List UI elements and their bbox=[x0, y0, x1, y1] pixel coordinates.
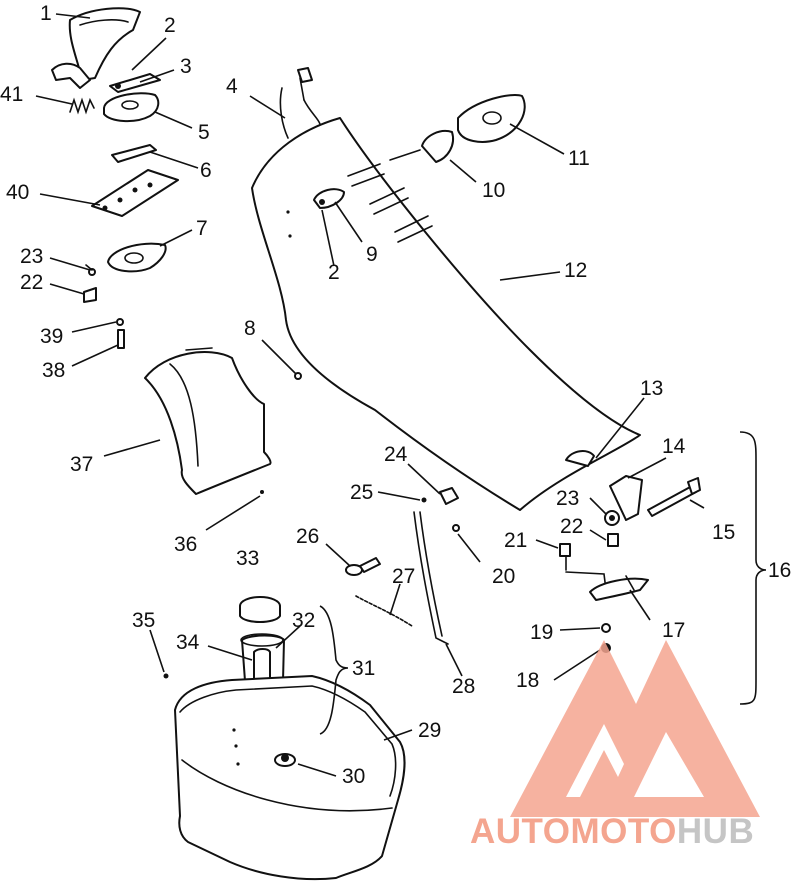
callout-34: 34 bbox=[176, 631, 200, 654]
callout-2b: 2 bbox=[328, 261, 340, 284]
callout-10: 10 bbox=[482, 179, 506, 202]
leader-lines bbox=[35, 13, 767, 777]
callout-30: 30 bbox=[342, 765, 366, 788]
part-11-lamp bbox=[457, 94, 526, 143]
callout-29: 29 bbox=[418, 719, 442, 742]
callout-37: 37 bbox=[70, 453, 94, 476]
callout-39: 39 bbox=[40, 325, 64, 348]
part-17-bracket bbox=[565, 571, 649, 601]
callout-41: 41 bbox=[0, 83, 24, 106]
callout-40: 40 bbox=[6, 181, 30, 204]
part-8-screw bbox=[294, 372, 302, 380]
part-6-slide bbox=[111, 144, 157, 163]
callout-6: 6 bbox=[200, 159, 212, 182]
callout-38: 38 bbox=[42, 359, 66, 382]
part-3-plate bbox=[109, 73, 161, 93]
automotohub-logo bbox=[510, 640, 760, 817]
part-7-bracket bbox=[107, 242, 167, 273]
callout-15: 15 bbox=[712, 521, 736, 544]
part-41-spring bbox=[69, 97, 95, 115]
callout-1: 1 bbox=[40, 2, 52, 25]
part-10-lens bbox=[389, 130, 454, 163]
wordmark-hub: HUB bbox=[676, 812, 755, 851]
part-1-handle bbox=[51, 7, 141, 89]
part-37-panel bbox=[144, 347, 272, 495]
part-30-fitting bbox=[274, 753, 296, 767]
callout-35: 35 bbox=[132, 609, 156, 632]
callout-5: 5 bbox=[198, 121, 210, 144]
callout-25: 25 bbox=[350, 481, 374, 504]
callout-8: 8 bbox=[244, 317, 256, 340]
part-12-hood bbox=[251, 117, 641, 511]
callout-27: 27 bbox=[392, 565, 416, 588]
part-21-bolt bbox=[559, 543, 571, 571]
part-23b-washer bbox=[604, 510, 620, 526]
part-24-latch bbox=[421, 487, 460, 532]
callout-9: 9 bbox=[366, 243, 378, 266]
part-27-cable bbox=[355, 595, 413, 627]
logo-triangle bbox=[510, 640, 760, 817]
callout-12: 12 bbox=[564, 259, 588, 282]
callout-4: 4 bbox=[226, 75, 238, 98]
callout-18: 18 bbox=[516, 669, 540, 692]
automotohub-wordmark: AUTOMOTOHUB bbox=[470, 812, 754, 852]
callout-33: 33 bbox=[236, 547, 260, 570]
callout-21: 21 bbox=[504, 529, 528, 552]
part-33-cap bbox=[239, 596, 281, 623]
callout-7: 7 bbox=[196, 217, 208, 240]
part-26-eye bbox=[345, 557, 381, 576]
part-28-rod bbox=[413, 511, 449, 645]
part-15-bolt bbox=[647, 477, 701, 517]
callout-16: 16 bbox=[768, 559, 792, 582]
wordmark-auto: AUTO bbox=[470, 812, 571, 851]
callout-22a: 22 bbox=[20, 271, 44, 294]
callout-14: 14 bbox=[662, 435, 686, 458]
callout-32: 32 bbox=[292, 609, 316, 632]
callout-13: 13 bbox=[640, 377, 664, 400]
callout-17: 17 bbox=[662, 619, 686, 642]
part-40-baseplate bbox=[91, 169, 179, 217]
part-35-clip bbox=[163, 673, 169, 679]
callout-26: 26 bbox=[296, 525, 320, 548]
part-22b-nut bbox=[607, 533, 619, 547]
callout-36: 36 bbox=[174, 533, 198, 556]
part-29-tank bbox=[174, 675, 406, 881]
callout-19: 19 bbox=[530, 621, 554, 644]
left-hardware bbox=[83, 264, 125, 349]
part-5-housing bbox=[103, 92, 160, 122]
wordmark-moto: MOTO bbox=[570, 812, 677, 851]
callout-11: 11 bbox=[568, 147, 590, 170]
part-4-cable bbox=[279, 67, 321, 139]
callout-24: 24 bbox=[384, 443, 408, 466]
part-19-washer bbox=[601, 623, 611, 633]
part-14-bracket bbox=[609, 475, 643, 521]
callout-23b: 23 bbox=[556, 487, 580, 510]
callout-22b: 22 bbox=[560, 515, 584, 538]
callout-2a: 2 bbox=[164, 14, 176, 37]
callout-23a: 23 bbox=[20, 245, 44, 268]
callout-3: 3 bbox=[180, 55, 192, 78]
callout-28: 28 bbox=[452, 675, 476, 698]
callout-31: 31 bbox=[352, 657, 376, 680]
callout-20: 20 bbox=[492, 565, 516, 588]
